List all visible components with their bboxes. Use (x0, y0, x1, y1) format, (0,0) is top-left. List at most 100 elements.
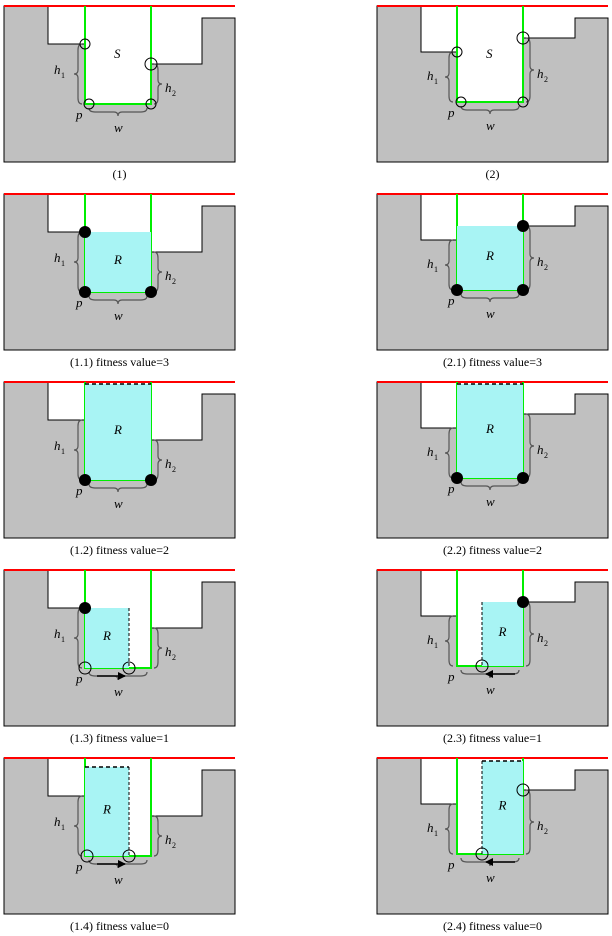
w-label: w (486, 306, 495, 321)
h1-subscript: 1 (434, 453, 438, 462)
p-label: p (75, 295, 83, 310)
w-label: w (114, 496, 123, 511)
contact-circle (517, 96, 529, 108)
contact-dot (79, 602, 91, 614)
contact-dot (451, 284, 463, 296)
R-label: R (102, 802, 111, 817)
h1-letter: h (54, 438, 61, 453)
R-label: R (498, 624, 507, 639)
h2-brace (525, 225, 535, 291)
w-brace (88, 295, 148, 305)
panel-caption: (2.4) fitness value=0 (443, 919, 542, 933)
h1-subscript: 1 (61, 635, 65, 644)
h1-brace (73, 419, 83, 481)
h2-brace (525, 413, 535, 479)
h2-brace (525, 37, 535, 103)
w-label: w (486, 682, 495, 697)
h2-subscript: 2 (172, 465, 176, 474)
w-label: w (114, 120, 123, 135)
contact-circle (516, 783, 530, 797)
h1-brace (444, 427, 454, 479)
contact-dot (79, 474, 91, 486)
h1-letter: h (54, 814, 61, 829)
p-label: p (447, 857, 455, 872)
contact-dot (517, 284, 529, 296)
h1-subscript: 1 (61, 447, 65, 456)
contact-dot (517, 596, 529, 608)
h1-subscript: 1 (434, 265, 438, 274)
rectangle-R (457, 384, 523, 478)
contact-circle (145, 98, 157, 110)
h2-subscript: 2 (172, 653, 176, 662)
h1-letter: h (54, 250, 61, 265)
p-label: p (75, 859, 83, 874)
contact-circle (455, 96, 467, 108)
h1-subscript: 1 (434, 641, 438, 650)
w-label: w (114, 684, 123, 699)
h1-subscript: 1 (61, 823, 65, 832)
h1-brace (444, 239, 454, 291)
h2-brace (153, 815, 163, 857)
w-brace (88, 859, 148, 869)
contact-circle (83, 98, 95, 110)
contact-dot (145, 474, 157, 486)
h2-brace (153, 251, 163, 293)
R-label: R (113, 422, 122, 437)
ground-terrain (376, 5, 609, 163)
w-brace (460, 481, 520, 491)
w-brace (460, 669, 520, 679)
h2-subscript: 2 (544, 263, 548, 272)
h2-letter: h (537, 254, 544, 269)
slot-outline (84, 6, 152, 105)
w-brace (460, 293, 520, 303)
contact-circle (475, 847, 489, 861)
contact-circle (122, 849, 136, 863)
R-label: R (485, 248, 494, 263)
S-label: S (114, 46, 121, 61)
slot-outline (456, 6, 524, 103)
panel-caption: (2.2) fitness value=2 (443, 543, 542, 557)
R-label: R (498, 798, 507, 813)
h2-subscript: 2 (544, 75, 548, 84)
p-label: p (447, 293, 455, 308)
contact-circle (144, 57, 158, 71)
contact-circle (78, 661, 92, 675)
h2-letter: h (165, 832, 172, 847)
panel-caption: (2.3) fitness value=1 (443, 731, 542, 745)
h1-letter: h (54, 62, 61, 77)
h1-brace (73, 43, 83, 105)
h1-brace (444, 51, 454, 103)
h1-letter: h (427, 68, 434, 83)
panel-caption: (1.2) fitness value=2 (70, 543, 169, 557)
h2-letter: h (537, 818, 544, 833)
contact-dot (517, 220, 529, 232)
h1-brace (73, 795, 83, 857)
h1-brace (73, 231, 83, 293)
rectangle-R (85, 232, 151, 292)
h2-subscript: 2 (544, 639, 548, 648)
R-label: R (113, 252, 122, 267)
w-brace (460, 857, 520, 867)
contact-dot (79, 226, 91, 238)
panel-caption: (1.4) fitness value=0 (70, 919, 169, 933)
h2-letter: h (165, 80, 172, 95)
h2-subscript: 2 (544, 451, 548, 460)
w-brace (88, 483, 148, 493)
p-label: p (75, 483, 83, 498)
p-label: p (447, 105, 455, 120)
